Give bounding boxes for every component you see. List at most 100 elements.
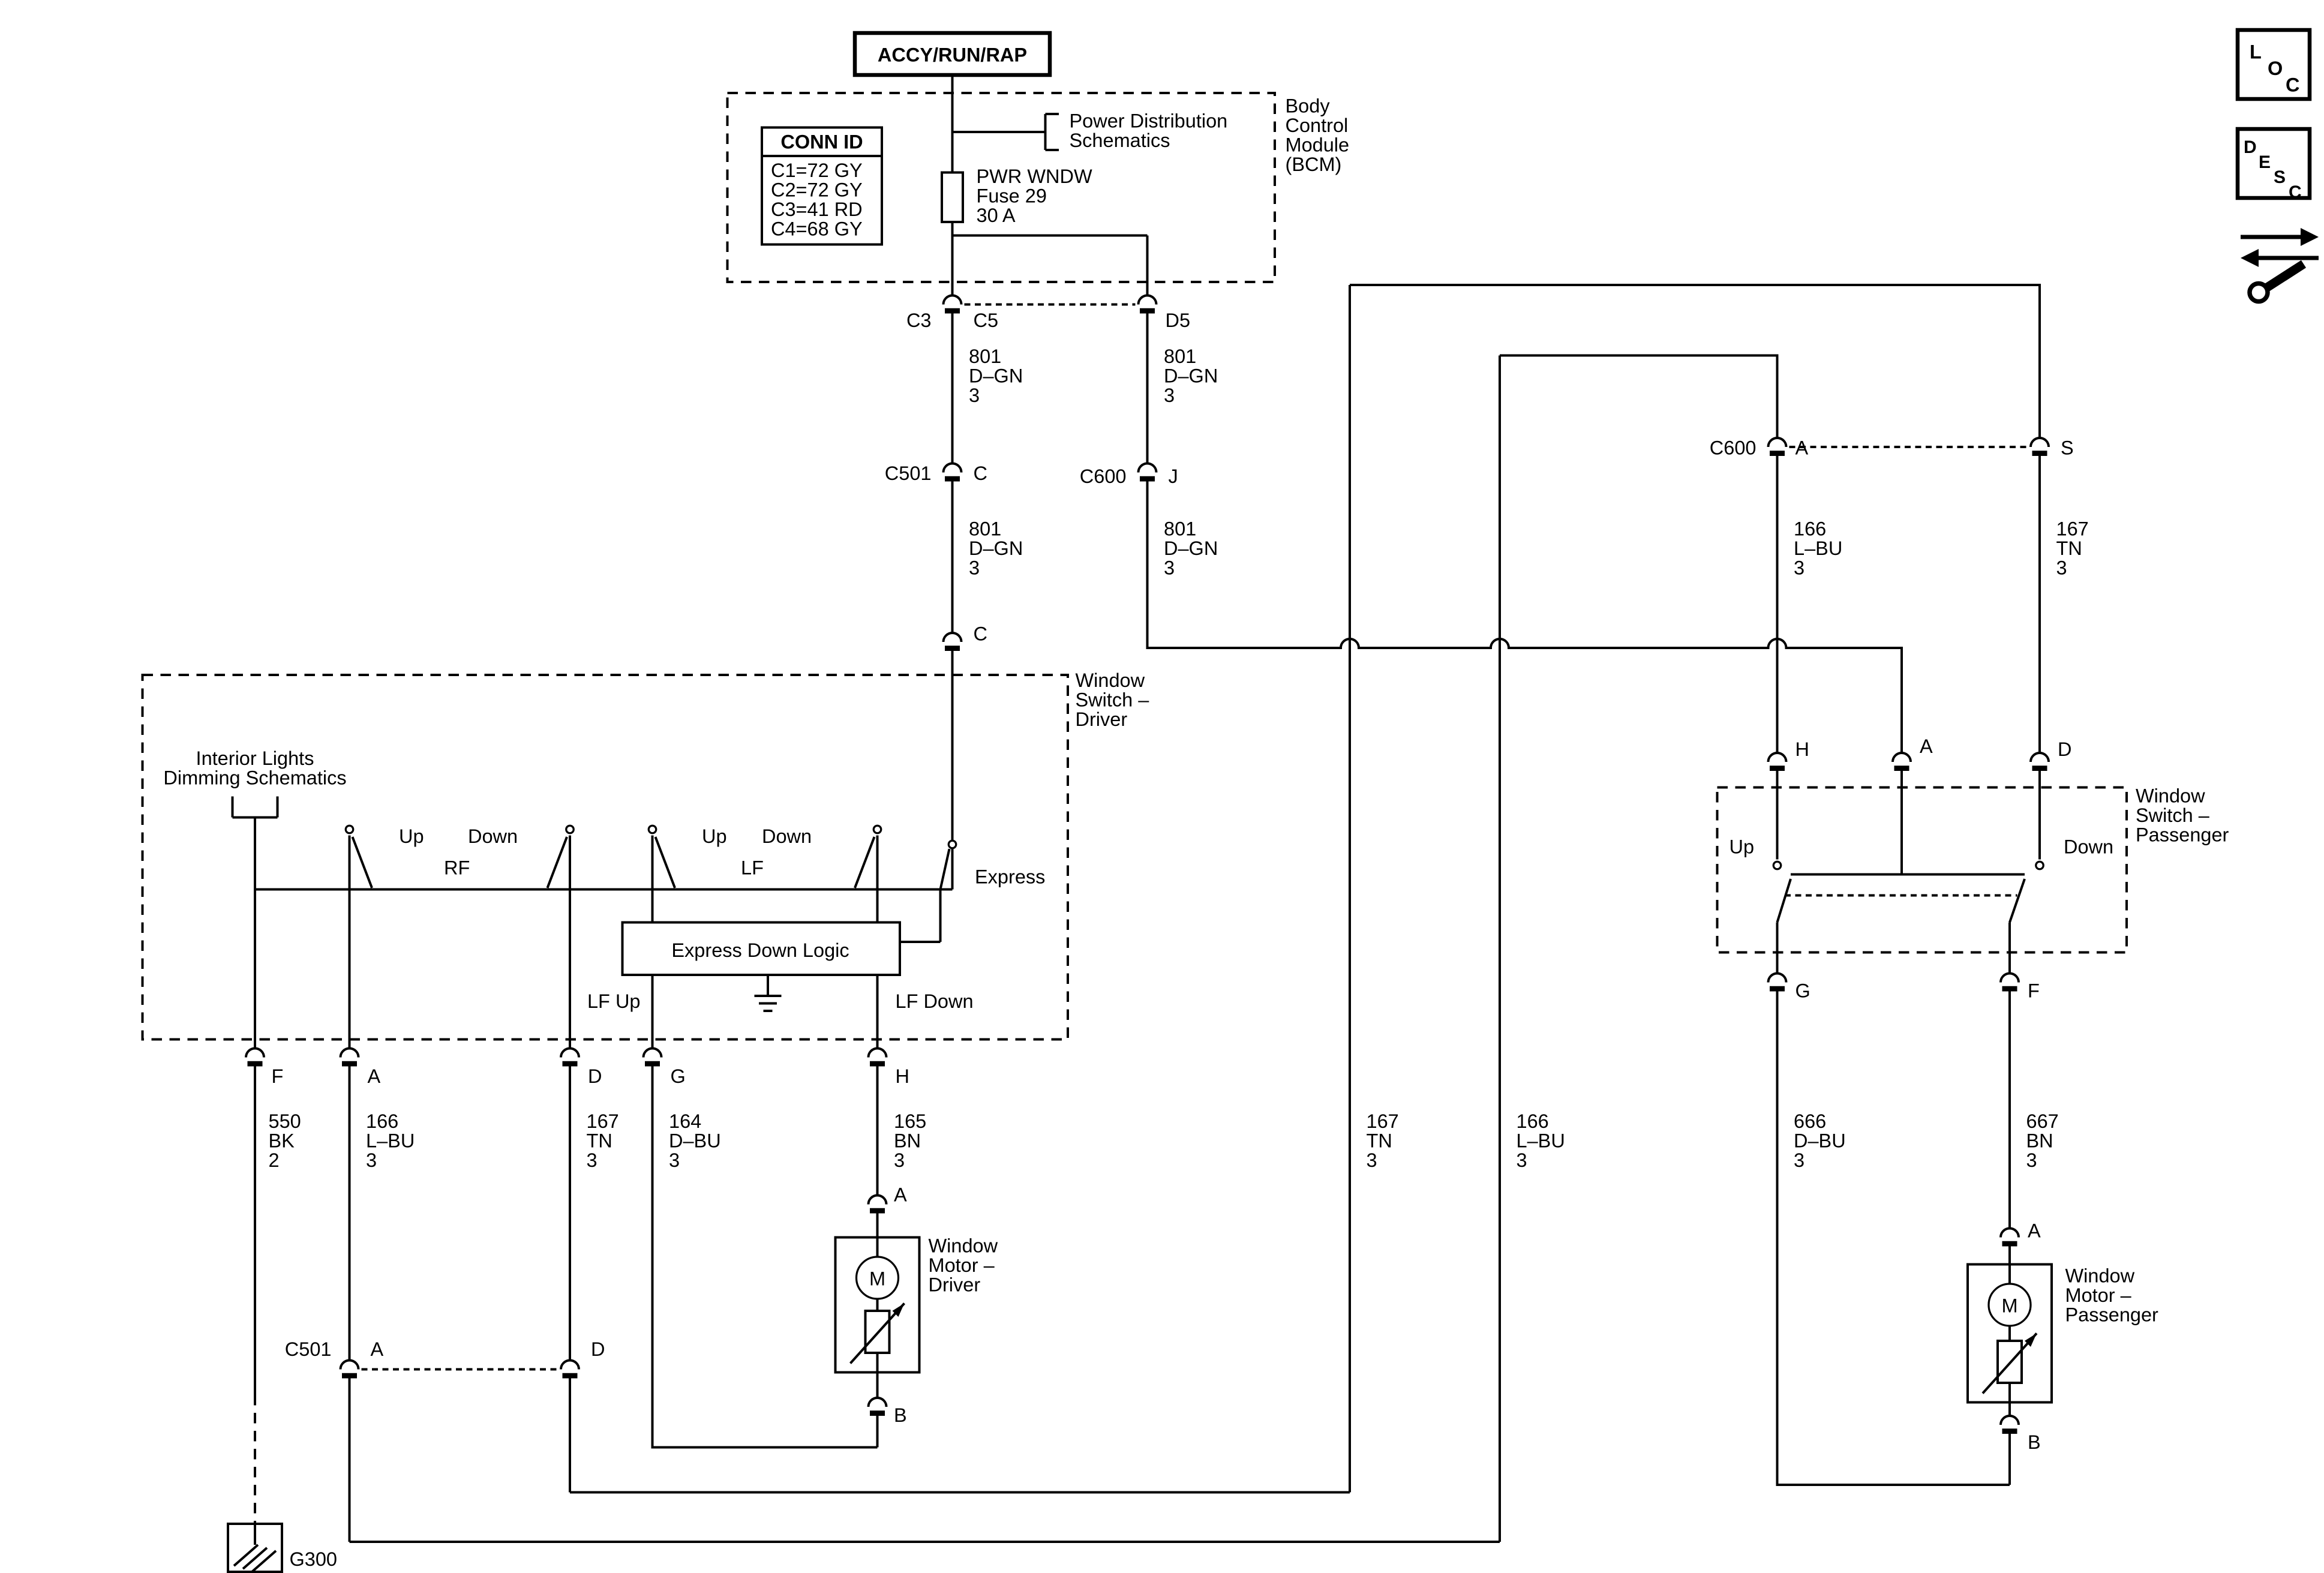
motor-symbol (1987, 1283, 2032, 1327)
reference-line: Schematics (1070, 130, 1170, 151)
nav-loc-button[interactable]: L O C (2235, 28, 2312, 101)
nav-desc-button[interactable]: D E S C (2235, 127, 2312, 202)
wire-gauge-label: 2 (269, 1149, 280, 1171)
wire-color-label: L–BU (366, 1130, 415, 1152)
pin-label-d: D (591, 1338, 605, 1360)
connector-pin-c5 (942, 294, 963, 315)
connector-label-c501: C501 (885, 463, 932, 484)
wire-circuit-label: 550 (269, 1110, 301, 1132)
arrow-left-head (2241, 248, 2259, 267)
pin-label-c: C (974, 623, 987, 644)
bcm-name-line: Control (1286, 115, 1349, 136)
wrench-head (2247, 281, 2270, 304)
wire-color-label: D–GN (1164, 538, 1218, 559)
passenger-window-motor: A M Window Motor – Passenger B (1966, 1220, 2159, 1453)
pin-label-b: B (2028, 1431, 2041, 1453)
loc-letter: O (2268, 58, 2283, 79)
ground-g300: G300 (227, 1522, 338, 1573)
fuse-label-line: 30 A (977, 205, 1016, 226)
fuse-label-line: Fuse 29 (977, 185, 1047, 207)
wire-circuit-label: 801 (1164, 518, 1196, 539)
motor-letter: M (2001, 1295, 2017, 1317)
motor-symbol (855, 1256, 900, 1300)
g300-label: G300 (290, 1548, 338, 1570)
driver-switch-pins: F A D G H 550 BK 2 166 L–BU 3 167 TN 3 1… (245, 1047, 926, 1171)
driver-switch-outline (141, 673, 1070, 1041)
nav-schematic-icon[interactable] (2240, 227, 2319, 304)
passenger-switch-title: Switch – (2136, 804, 2210, 826)
wire-gauge-label: 3 (2026, 1149, 2037, 1171)
desc-letter: E (2259, 152, 2271, 172)
wire-color-label: D–GN (969, 538, 1023, 559)
desc-letter: D (2244, 137, 2257, 157)
lf-down-label: Down (762, 825, 812, 847)
driver-window-motor: A M Window Motor – Driver B (834, 1184, 998, 1426)
wire-color-label: BN (894, 1130, 921, 1152)
passenger-motor-title: Passenger (2065, 1304, 2159, 1326)
connector-label-c600: C600 (1080, 466, 1127, 487)
bcm-name-line: Body (1286, 95, 1331, 117)
wire-color-label: TN (587, 1130, 612, 1152)
wire-circuit-label: 166 (366, 1110, 398, 1132)
driver-motor-outline (834, 1236, 921, 1374)
dimming-reference: Dimming Schematics (163, 767, 346, 788)
wire-circuit-label: 801 (969, 518, 1001, 539)
long-run-labels: 167 TN 3 166 L–BU 3 (1367, 1110, 1565, 1171)
motor-letter: M (869, 1268, 885, 1290)
passenger-motor-title: Motor – (2065, 1284, 2132, 1306)
wire-circuit-label: 165 (894, 1110, 926, 1132)
loc-button-border[interactable] (2235, 28, 2312, 101)
wire-color-label: BN (2026, 1130, 2053, 1152)
passenger-down-label: Down (2064, 836, 2113, 858)
harness-long-runs (349, 283, 2041, 1543)
pin-label-j: J (1169, 466, 1178, 487)
switch-contact (872, 824, 882, 834)
wire-color-label: BK (269, 1130, 295, 1152)
wire-circuit-label: 164 (669, 1110, 701, 1132)
pin-label-d: D (588, 1065, 602, 1087)
connector-driver-motor-pin-b (867, 1397, 888, 1417)
pin-label-a: A (1795, 437, 1809, 458)
conn-id-title: CONN ID (780, 131, 863, 153)
wire-color-label: D–BU (1794, 1130, 1846, 1152)
conn-id-row: C1=72 GY (771, 160, 863, 181)
pin-label-g: G (671, 1065, 686, 1087)
wire-circuit-label: 801 (969, 346, 1001, 367)
passenger-switch-title: Window (2136, 785, 2205, 807)
connector-passenger-pin-a (1891, 752, 1912, 772)
wire-gauge-label: 3 (2056, 557, 2067, 578)
pin-label-a: A (2028, 1220, 2041, 1242)
passenger-up-label: Up (1730, 836, 1755, 858)
lf-up-output-label: LF Up (587, 990, 641, 1012)
resistor-arrowhead (2025, 1333, 2037, 1347)
power-source-label-box: ACCY/RUN/RAP (852, 31, 1052, 77)
motor-resistor-symbol (1996, 1339, 2023, 1384)
pin-label-a: A (368, 1065, 381, 1087)
passenger-motor-outline (1966, 1263, 2053, 1404)
wire-color-label: TN (2056, 538, 2082, 559)
c501-inline-connector: C501 A D (285, 1338, 605, 1380)
wire-gauge-label: 3 (587, 1149, 597, 1171)
wire-gauge-label: 3 (969, 385, 980, 406)
desc-button-border[interactable] (2235, 127, 2312, 200)
inline-connectors-mid: C501 C C600 J C (885, 462, 1178, 652)
pin-label-f: F (272, 1065, 284, 1087)
wire-color-label: L–BU (1517, 1130, 1565, 1152)
wire-circuit-label: 167 (1367, 1110, 1399, 1132)
arrow-right-head (2301, 227, 2319, 246)
reference-line: Power Distribution (1070, 110, 1228, 132)
passenger-motor-title: Window (2065, 1265, 2135, 1287)
dimming-reference: Interior Lights (196, 748, 314, 769)
switch-contact (2035, 860, 2044, 870)
wire-gauge-label: 3 (669, 1149, 680, 1171)
fuse-symbol (941, 171, 965, 223)
wire-circuit-label: 667 (2026, 1110, 2059, 1132)
bcm-outline (726, 91, 1277, 283)
connector-label-c3: C3 (906, 310, 932, 331)
pin-label-c: C (974, 463, 987, 484)
connector-passenger-pin-d (2029, 752, 2050, 772)
connector-label-c501: C501 (285, 1338, 332, 1360)
driver-lower-wire-runs (233, 1066, 905, 1573)
bcm-name-line: (BCM) (1286, 154, 1342, 175)
connector-driver-pin-h (867, 1047, 888, 1068)
